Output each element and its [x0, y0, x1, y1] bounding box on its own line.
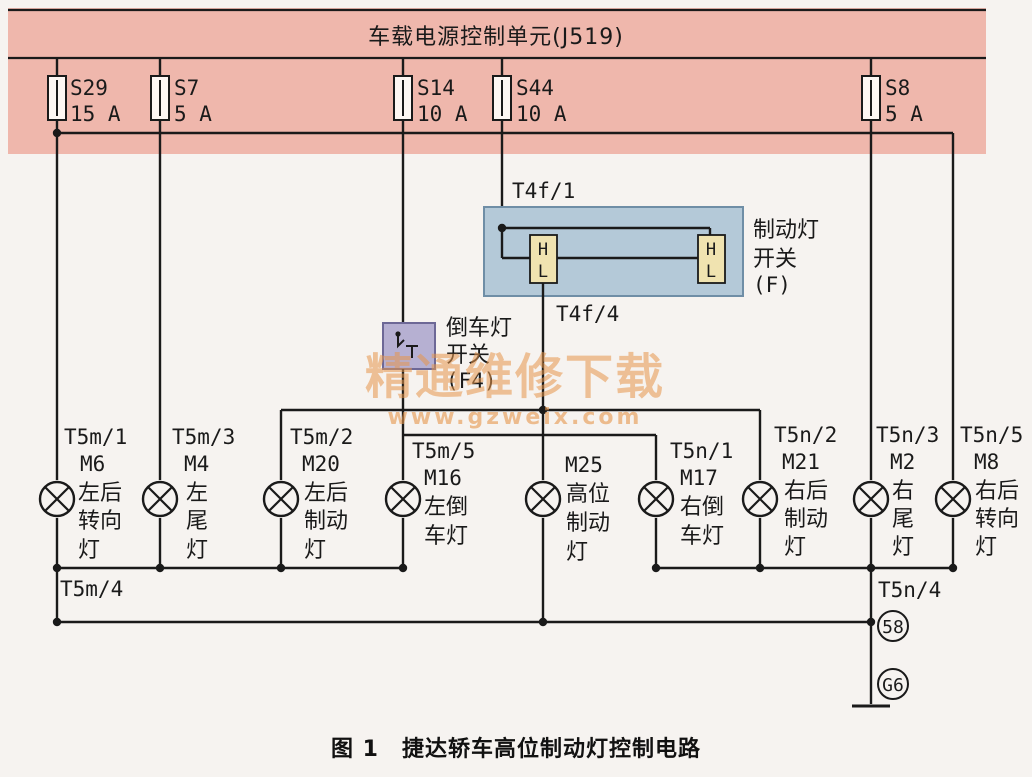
- ground-wiring: T5m/4 T5n/4: [52, 518, 958, 708]
- lamp-m4-name-2: 尾: [186, 509, 208, 534]
- lamp-m2-name-1: 右: [892, 479, 914, 504]
- lamp-m21-name-2: 制动: [784, 507, 828, 532]
- lamp-m6-symbol: [38, 480, 76, 518]
- brake-switch-pin-bottom: T4f/4: [556, 302, 619, 326]
- ground-right-pin: T5n/4: [878, 578, 941, 602]
- fuse-s29-id: S29: [70, 76, 108, 100]
- lamp-m25-name-3: 灯: [566, 540, 588, 565]
- brake-switch-label-3: (F): [753, 273, 791, 297]
- lamp-m16-symbol: [384, 480, 422, 518]
- lamp-m8-name-2: 转向: [975, 507, 1019, 532]
- lamp-labels: T5m/1 M6 左后 转向 灯 T5m/3 M4 左 尾 灯 T5m/2 M2…: [64, 423, 1023, 565]
- lamp-m6-name-3: 灯: [78, 538, 100, 563]
- lamp-m17-symbol: [637, 480, 675, 518]
- lamp-m6-pin: T5m/1: [64, 425, 127, 449]
- lamp-m25-name-2: 制动: [566, 511, 610, 536]
- lamp-m16-name-1: 左倒: [424, 495, 468, 520]
- lamp-m8-symbol: [934, 480, 972, 518]
- reverse-light-switch: 倒车灯 开关 (F4): [382, 316, 658, 480]
- lamp-m20-name-2: 制动: [304, 509, 348, 534]
- brake-switch-contact-right: [697, 234, 726, 284]
- fuse-s29-rating: 15 A: [70, 102, 121, 126]
- lamp-m2-name-3: 灯: [892, 535, 914, 560]
- fuse-s8-rating: 5 A: [885, 102, 923, 126]
- reverse-switch-label-3: (F4): [446, 369, 497, 393]
- fuse-s14-id: S14: [417, 76, 455, 100]
- lamp-m25-name-1: 高位: [566, 482, 610, 507]
- svg-text:58: 58: [882, 617, 904, 638]
- svg-text:L: L: [706, 262, 716, 282]
- lamp-m4-code: M4: [184, 452, 209, 476]
- brake-feed-bus: [279, 405, 762, 480]
- lamp-m21-code: M21: [782, 450, 820, 474]
- lamp-m2-name-2: 尾: [892, 507, 914, 532]
- lamp-m17-pin: T5n/1: [670, 439, 733, 463]
- lamp-m6-code: M6: [80, 452, 105, 476]
- fuse-s7-rating: 5 A: [174, 102, 212, 126]
- lamp-m21-name-1: 右后: [784, 479, 828, 504]
- fuse-s44-rating: 10 A: [516, 102, 567, 126]
- fuse-s7-id: S7: [174, 76, 199, 100]
- lamp-m8-name-1: 右后: [975, 479, 1019, 504]
- lamp-m8-pin: T5n/5: [960, 423, 1023, 447]
- lamp-m21-symbol: [741, 480, 779, 518]
- lamp-m17-name-1: 右倒: [680, 495, 724, 520]
- svg-text:H: H: [538, 240, 548, 260]
- figure-caption: 图 1 捷达轿车高位制动灯控制电路: [331, 736, 701, 762]
- lamp-m25-code: M25: [565, 453, 603, 477]
- lamp-m20-symbol: [262, 480, 300, 518]
- lamp-m8-code: M8: [974, 450, 999, 474]
- fuse-s29: S29 15 A: [47, 58, 121, 126]
- lamp-m2-pin: T5n/3: [876, 423, 939, 447]
- brake-switch-label-1: 制动灯: [753, 218, 819, 243]
- lamp-m20-code: M20: [302, 452, 340, 476]
- ground-point-58: 58: [877, 610, 909, 642]
- lamp-m8-name-3: 灯: [975, 535, 997, 560]
- lamp-m4-name-3: 灯: [186, 538, 208, 563]
- lamp-m4-symbol: [141, 480, 179, 518]
- lamp-m2-symbol: [852, 480, 890, 518]
- lamp-m21-name-3: 灯: [784, 535, 806, 560]
- lamp-m21-pin: T5n/2: [774, 423, 837, 447]
- fuse-s7: S7 5 A: [150, 58, 212, 126]
- fuse-s8: S8 5 A: [861, 58, 923, 126]
- brake-switch-pin-top: T4f/1: [512, 179, 575, 203]
- power-wires: [52, 120, 955, 480]
- lamp-m16-code: M16: [424, 466, 462, 490]
- lamp-m16-pin: T5m/5: [412, 439, 475, 463]
- lamp-m6-name-2: 转向: [78, 509, 122, 534]
- lamp-m4-pin: T5m/3: [172, 425, 235, 449]
- lamp-m4-name-1: 左: [186, 481, 208, 506]
- lamp-m25-symbol: [524, 480, 562, 518]
- brake-light-switch: H L H L T4f/1 T4f/4 制动灯 开关 (F): [483, 179, 819, 480]
- svg-text:G6: G6: [882, 675, 904, 696]
- reverse-switch-label-1: 倒车灯: [446, 316, 512, 341]
- watermark-main: 精通维修下载: [365, 349, 665, 405]
- fuse-s14: S14 10 A: [393, 58, 468, 126]
- ground-left-pin: T5m/4: [60, 577, 123, 601]
- lamp-m2-code: M2: [890, 450, 915, 474]
- svg-text:H: H: [706, 240, 716, 260]
- svg-text:L: L: [538, 262, 548, 282]
- lamp-m20-name-3: 灯: [304, 538, 326, 563]
- lamp-m16-name-2: 车灯: [424, 524, 468, 549]
- lamp-m17-name-2: 车灯: [680, 524, 724, 549]
- lamp-m17-code: M17: [680, 466, 718, 490]
- lamp-m6-name-1: 左后: [78, 481, 122, 506]
- fuse-s44: S44 10 A: [492, 58, 567, 126]
- reverse-switch-label-2: 开关: [446, 343, 490, 368]
- fuse-s14-rating: 10 A: [417, 102, 468, 126]
- control-unit-title: 车载电源控制单元(J519): [368, 25, 624, 50]
- ground-point-g6: G6: [877, 668, 909, 700]
- fuse-s44-id: S44: [516, 76, 554, 100]
- lamp-m20-name-1: 左后: [304, 481, 348, 506]
- brake-switch-label-2: 开关: [753, 247, 797, 272]
- lamp-m20-pin: T5m/2: [290, 425, 353, 449]
- watermark-url: www.gzweix.com: [388, 405, 643, 430]
- lamp-symbols: [38, 480, 972, 518]
- fuse-s8-id: S8: [885, 76, 910, 100]
